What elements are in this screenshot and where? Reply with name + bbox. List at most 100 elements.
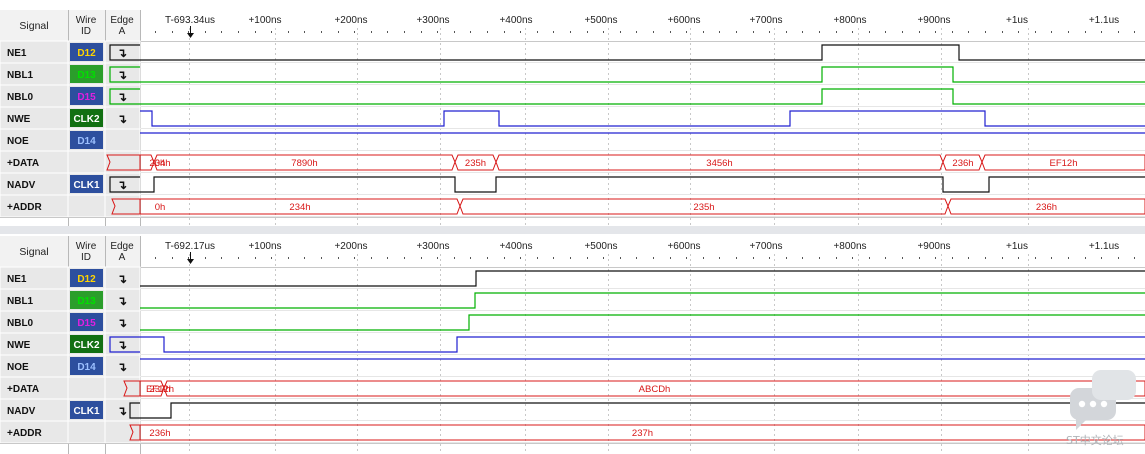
minor-tick bbox=[686, 31, 687, 33]
edge-trigger-icon: ↴ bbox=[117, 272, 127, 286]
minor-tick bbox=[570, 31, 571, 33]
wire-id-badge bbox=[70, 175, 103, 193]
time-tick-label: +100ns bbox=[248, 15, 281, 26]
signal-name: NE1 bbox=[7, 48, 27, 59]
waveform-trace bbox=[109, 88, 1145, 105]
minor-tick bbox=[371, 31, 372, 33]
minor-tick bbox=[1051, 257, 1052, 259]
wire-id: D12 bbox=[77, 274, 96, 285]
minor-tick bbox=[304, 31, 305, 33]
bus-value-label: EF12h bbox=[146, 384, 174, 395]
time-tick-label: +700ns bbox=[749, 241, 782, 252]
minor-tick bbox=[852, 31, 853, 33]
minor-tick bbox=[769, 257, 770, 259]
edge-cell bbox=[104, 128, 141, 152]
minor-tick bbox=[155, 31, 156, 33]
time-tick-label: +600ns bbox=[667, 15, 700, 26]
time-tick-label: +800ns bbox=[833, 15, 866, 26]
wire-id: D15 bbox=[77, 92, 96, 103]
bus-value-label: EF12h bbox=[1050, 158, 1078, 169]
bus-value-label: 235h bbox=[693, 202, 714, 213]
minor-tick bbox=[537, 31, 538, 33]
minor-tick bbox=[1085, 257, 1086, 259]
edge-trigger-icon: ↴ bbox=[117, 112, 127, 126]
signal-row-addr[interactable]: +ADDR bbox=[0, 194, 141, 218]
minor-tick bbox=[836, 31, 837, 33]
minor-tick bbox=[238, 257, 239, 259]
minor-tick bbox=[869, 257, 870, 259]
minor-tick bbox=[1068, 31, 1069, 33]
minor-tick bbox=[537, 257, 538, 259]
minor-tick bbox=[271, 257, 272, 259]
wire-id-badge bbox=[70, 87, 103, 105]
minor-tick bbox=[304, 257, 305, 259]
header-edge-a: A bbox=[119, 26, 126, 37]
bus-value-label: 236h bbox=[1036, 202, 1057, 213]
bus-segment bbox=[981, 154, 1145, 171]
bus-segment bbox=[163, 380, 1145, 397]
waveform-trace bbox=[140, 314, 1145, 331]
minor-tick bbox=[1068, 257, 1069, 259]
minor-tick bbox=[255, 31, 256, 33]
minor-tick bbox=[205, 257, 206, 259]
header-signal: Signal bbox=[19, 20, 48, 32]
minor-tick bbox=[1134, 31, 1135, 33]
minor-tick bbox=[653, 31, 654, 33]
signal-row-addr[interactable]: +ADDR bbox=[0, 420, 141, 444]
minor-tick bbox=[968, 31, 969, 33]
minor-tick bbox=[1101, 31, 1102, 33]
bus-value-label: 237h bbox=[632, 428, 653, 439]
wire-id: D14 bbox=[77, 136, 96, 147]
edge-trigger-icon: ↴ bbox=[117, 294, 127, 308]
wire-id-cell bbox=[67, 150, 106, 174]
minor-tick bbox=[387, 257, 388, 259]
minor-tick bbox=[719, 31, 720, 33]
waveform-trace bbox=[109, 44, 1145, 61]
waveform-trace bbox=[129, 402, 1145, 419]
minor-tick bbox=[470, 257, 471, 259]
minor-tick bbox=[1118, 257, 1119, 259]
minor-tick bbox=[1118, 31, 1119, 33]
minor-tick bbox=[670, 257, 671, 259]
minor-tick bbox=[902, 31, 903, 33]
edge-trigger-icon: ↴ bbox=[117, 338, 127, 352]
timeline-header-bg bbox=[140, 236, 1145, 267]
wire-id-cell bbox=[67, 194, 106, 218]
watermark-chat-icon bbox=[1062, 370, 1142, 450]
minor-tick bbox=[636, 257, 637, 259]
signal-row-ne1[interactable]: NE1 D12 ↴ bbox=[0, 266, 141, 290]
wire-id: CLK1 bbox=[73, 180, 100, 191]
time-tick-label: +500ns bbox=[584, 15, 617, 26]
wire-id: D14 bbox=[77, 362, 96, 373]
time-tick-label: +1us bbox=[1006, 241, 1028, 252]
minor-tick bbox=[205, 31, 206, 33]
minor-tick bbox=[935, 31, 936, 33]
minor-tick bbox=[155, 257, 156, 259]
signal-row-data[interactable]: +DATA bbox=[0, 376, 141, 400]
waveform-trace bbox=[109, 176, 1145, 193]
minor-tick bbox=[1035, 31, 1036, 33]
bus-value-label: 234h bbox=[289, 202, 310, 213]
signal-name: NE1 bbox=[7, 274, 27, 285]
minor-tick bbox=[221, 257, 222, 259]
minor-tick bbox=[620, 257, 621, 259]
minor-tick bbox=[952, 257, 953, 259]
edge-trigger-icon: ↴ bbox=[117, 178, 127, 192]
signal-name: NBL1 bbox=[7, 296, 34, 307]
signal-row-data[interactable]: +DATA bbox=[0, 150, 141, 174]
time-tick-label: +1us bbox=[1006, 15, 1028, 26]
header-wire: Wire bbox=[76, 15, 97, 26]
bus-value-label: 234h bbox=[149, 158, 170, 169]
header-bg bbox=[0, 10, 140, 41]
